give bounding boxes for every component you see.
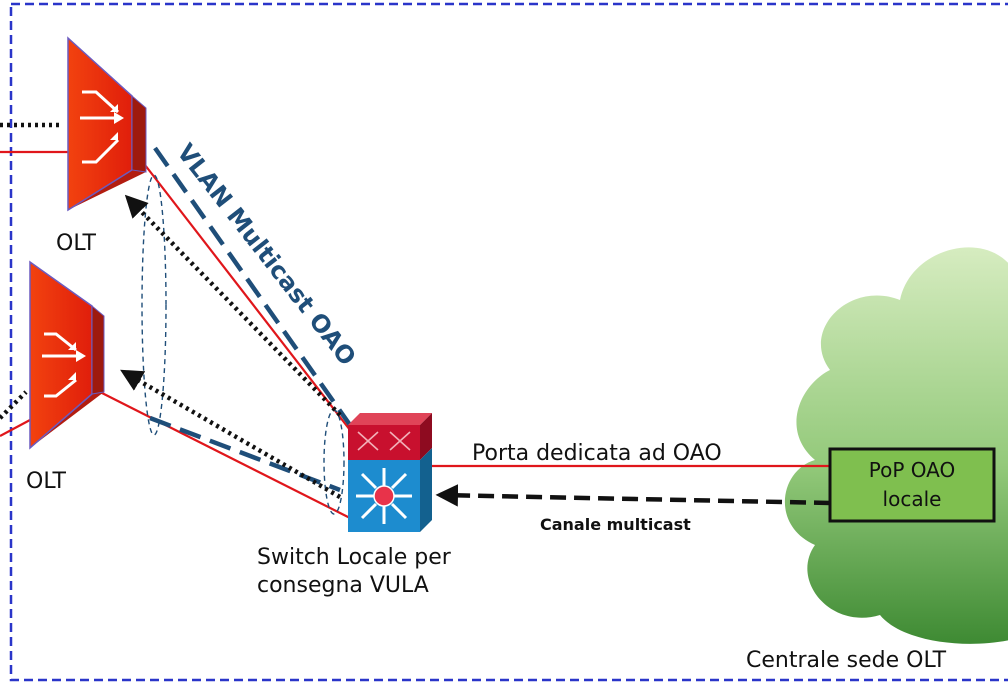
central-office-boundary [9,2,1008,682]
pop-label-line2: locale [883,487,942,511]
olt-bottom-device [29,260,105,450]
port-label: Porta dedicata ad OAO [472,441,722,466]
multicast-channel-arrow [435,484,831,507]
operator-cloud [785,247,1008,644]
multicast-arrows-to-olt [120,194,342,499]
switch-label-line1: Switch Locale per [257,545,452,570]
pop-label-line1: PoP OAO [869,458,955,482]
pop-oao-box [828,447,996,523]
local-switch-device [348,413,432,532]
central-office-label: Centrale sede OLT [746,648,947,673]
link-left-bottom [0,419,31,437]
olt-bottom-label: OLT [26,469,67,494]
switch-label-line2: consegna VULA [257,573,429,598]
physical-links [0,150,830,519]
upstream-dotted-links [0,122,60,420]
link-olt1-switch [144,164,351,431]
olt-top-label: OLT [56,231,97,256]
multicast-channel-label: Canale multicast [540,515,691,534]
link-olt2-switch [99,391,351,519]
vlan-label: VLAN Multicast OAO [171,138,361,370]
olt-top-device [67,36,147,212]
